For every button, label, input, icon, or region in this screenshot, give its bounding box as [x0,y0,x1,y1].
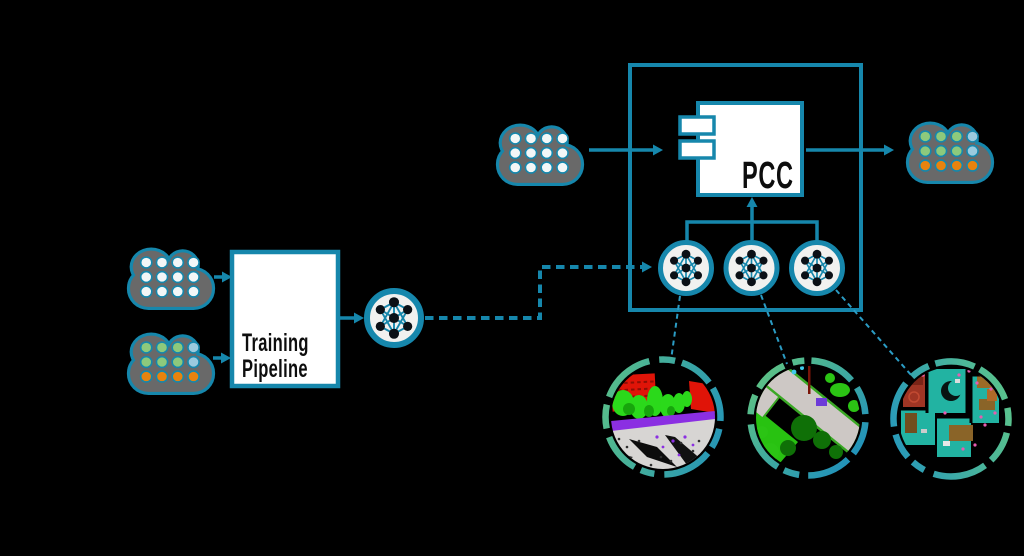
point-dot [556,132,569,145]
point-dot [950,130,964,143]
point-dot [934,130,948,143]
point-dot [508,146,522,160]
point-dot [171,285,185,298]
model-transfer-dashed-line [425,265,642,320]
pcc-component-box [678,101,804,197]
indoor-floorplan-scene-image [890,358,1012,480]
point-dot [155,270,169,284]
point-dot [187,285,200,298]
point-dot [508,132,522,145]
model-instance-icon-3 [789,240,845,296]
point-dot [155,285,169,298]
flow-arrows [213,148,885,360]
point-dot [524,132,538,145]
point-dot [155,256,169,269]
point-dot [187,256,200,269]
point-dot [540,132,554,145]
point-dot [171,270,185,284]
trained-model-icon [364,288,424,348]
point-dot [187,341,200,354]
point-dot [540,146,554,160]
aerial-road-scene-image [747,357,869,479]
point-dot [139,256,153,269]
component-tab-icon [678,139,716,160]
point-dot [155,370,169,383]
model-instance-icon-2 [723,240,780,296]
point-dot [171,256,185,269]
point-dot [139,270,153,284]
point-dot [139,355,153,369]
training-pipeline-box [229,249,341,389]
point-dot [187,370,200,383]
deployment-system-box [628,63,863,312]
point-dot [934,159,948,172]
point-dot [155,355,169,369]
dashed-ring [890,358,1012,480]
point-dot [139,285,153,298]
pcc-label: PCC [742,155,794,197]
model-instance-icon-1 [658,240,714,296]
point-dot [918,130,932,143]
point-dot [524,146,538,160]
point-dot [540,161,554,174]
training-pipeline-label: Training Pipeline [242,329,309,383]
point-dot [139,370,153,383]
point-dot [187,355,200,369]
raw-point-cloud-icon [126,247,216,310]
unclassified-point-cloud-icon [495,123,585,186]
classified-point-cloud-icon [905,121,995,184]
flow-arrowheads [221,144,894,364]
labeled-point-cloud-icon [126,332,216,395]
point-dot [139,341,153,354]
point-dot [918,159,932,172]
scene-connector-lines [670,289,913,377]
point-dot [950,159,964,172]
point-dot [524,161,538,174]
point-dot [966,159,979,172]
point-dot [966,130,979,143]
point-dot [508,161,522,174]
point-dot [918,144,932,158]
models-to-pcc-bracket [685,206,819,241]
point-dot [171,341,185,354]
point-dot [171,370,185,383]
point-dot [934,144,948,158]
point-dot [171,355,185,369]
dashed-ring [747,357,869,479]
outdoor-street-scene-image [602,356,724,478]
point-dot [556,161,569,174]
point-dot [155,341,169,354]
models-to-pcc-arrowhead [746,197,758,207]
model-transfer-arrowhead [642,261,652,273]
point-dot [950,144,964,158]
point-dot [187,270,200,284]
component-tab-icon [678,115,716,136]
point-dot [556,146,569,160]
point-dot [966,144,979,158]
